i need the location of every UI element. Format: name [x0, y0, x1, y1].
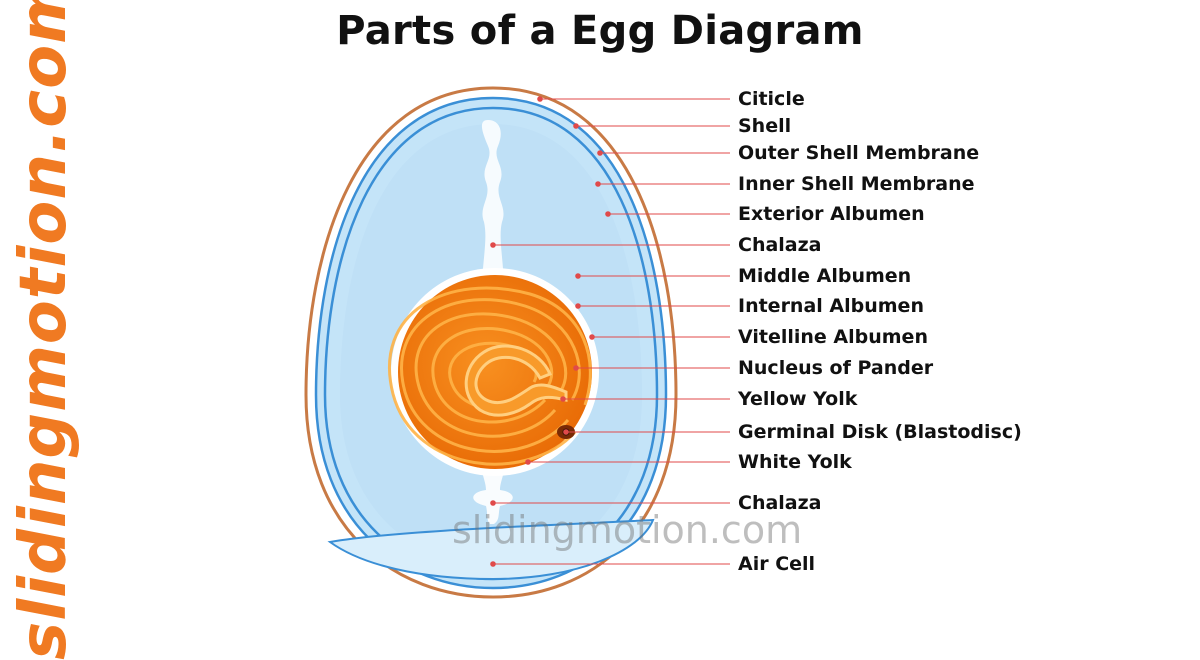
page-title: Parts of a Egg Diagram [336, 8, 864, 54]
chalaza-lower [473, 460, 513, 524]
label-middle-albumen: Middle Albumen [738, 265, 912, 287]
label-outer-shell-membrane: Outer Shell Membrane [738, 142, 980, 164]
label-white-yolk: White Yolk [738, 451, 852, 473]
label-chalaza-upper: Chalaza [738, 234, 822, 256]
center-watermark: slidingmotion.com [452, 508, 803, 552]
label-vitelline-albumen: Vitelline Albumen [738, 326, 928, 348]
egg-diagram [304, 86, 730, 599]
label-chalaza-lower: Chalaza [738, 492, 822, 514]
label-yellow-yolk: Yellow Yolk [738, 388, 858, 410]
nucleus-of-pander [464, 344, 568, 417]
label-internal-albumen: Internal Albumen [738, 295, 924, 317]
label-exterior-albumen: Exterior Albumen [738, 203, 925, 225]
leader-lines [490, 96, 730, 567]
label-air-cell: Air Cell [738, 553, 816, 575]
label-nucleus-of-pander: Nucleus of Pander [738, 357, 934, 379]
label-germinal-disk: Germinal Disk (Blastodisc) [738, 421, 1022, 443]
chalaza-upper [481, 120, 504, 290]
label-inner-shell-membrane: Inner Shell Membrane [738, 173, 975, 195]
label-shell: Shell [738, 115, 792, 137]
label-cuticle: Citicle [738, 88, 805, 110]
